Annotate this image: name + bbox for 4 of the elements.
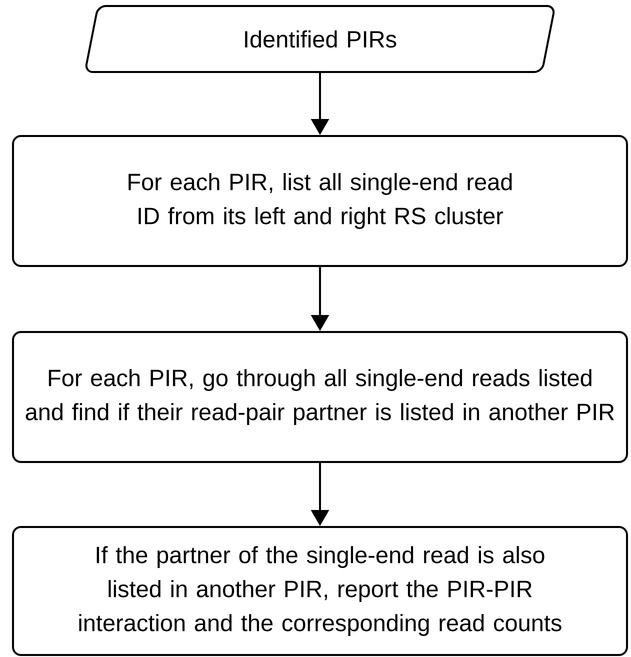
input-parallelogram: Identified PIRs [85,5,555,73]
process-box: For each PIR, go through all single-end reads listed and find if their read-pair partner is listed in another PIR [12,331,628,463]
process-box: For each PIR, list all single-end read ID from its left and right RS cluster [12,135,628,267]
process-box: If the partner of the single-end read is also listed in another PIR, report the PIR-PIR interaction and the corresponding read counts [12,526,628,656]
